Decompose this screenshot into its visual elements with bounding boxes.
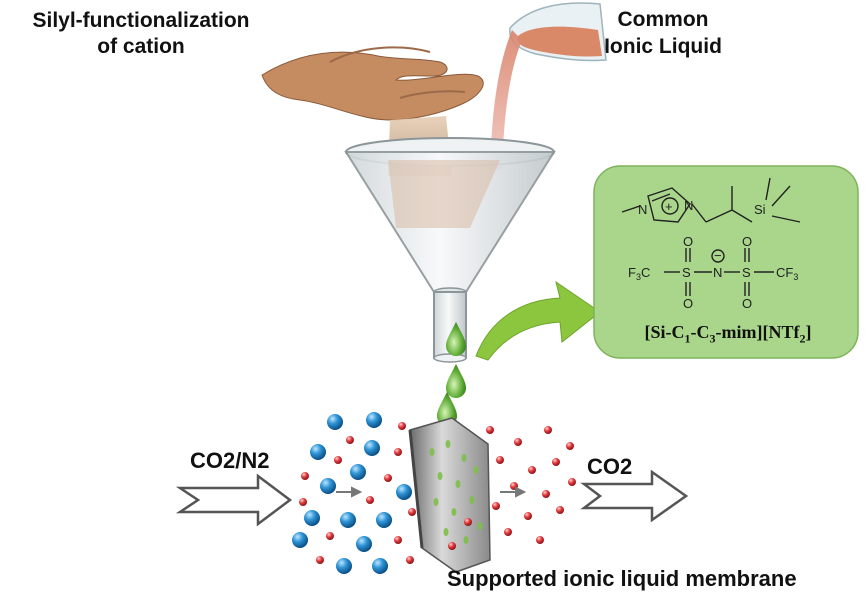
- product-gas-label: CO2: [587, 454, 633, 479]
- silyl-functionalization-label: Silyl-functionalization of cation: [6, 8, 276, 60]
- silyl-label-line1: Silyl-functionalization: [32, 9, 250, 32]
- atom-s-left: S: [682, 265, 691, 280]
- atom-si: Si: [754, 202, 766, 217]
- atom-n1: N: [638, 202, 647, 217]
- bottle-illustration: [490, 2, 607, 170]
- cf3-right: CF3: [776, 265, 798, 282]
- cf3-left: F3C: [628, 265, 650, 282]
- atom-o1: O: [683, 234, 693, 249]
- chemical-structure-panel: N N + Si F3C S N − S CF3 O O O O: [593, 165, 859, 359]
- atom-o2: O: [683, 296, 693, 311]
- feed-gas-label: CO2/N2: [190, 448, 270, 473]
- membrane-label: Supported ionic liquid membrane: [447, 566, 797, 591]
- plus-charge: +: [665, 199, 673, 214]
- drop-1: [446, 322, 466, 356]
- ionic-label-line2: Ionic Liquid: [604, 35, 722, 58]
- common-ionic-liquid-label: Common Ionic Liquid: [598, 6, 728, 60]
- curved-arrow-icon: [475, 280, 601, 361]
- atom-o3: O: [742, 234, 752, 249]
- minus-charge: −: [714, 248, 722, 263]
- silyl-label-line2: of cation: [97, 35, 185, 58]
- atom-s-right: S: [742, 265, 751, 280]
- drop-2: [446, 364, 466, 398]
- feed-arrow-icon: [175, 473, 293, 527]
- anion-structure: [664, 248, 774, 296]
- ionic-liquid-formula: [Si-C1-C3-mim][NTf2]: [644, 322, 812, 346]
- flow-arrows: [336, 486, 527, 498]
- atom-n2: N: [684, 198, 693, 213]
- atom-n-anion: N: [713, 265, 722, 280]
- cation-structure: [621, 177, 801, 223]
- atom-o4: O: [742, 296, 752, 311]
- membrane-illustration: [408, 417, 491, 573]
- ionic-label-line1: Common: [617, 8, 709, 31]
- product-arrow-icon: [580, 469, 689, 523]
